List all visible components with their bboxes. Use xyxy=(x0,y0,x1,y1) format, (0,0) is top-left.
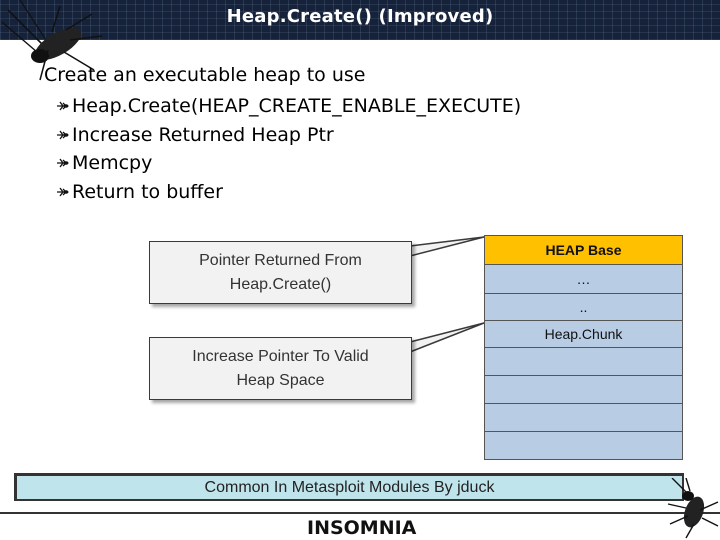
footer-divider xyxy=(0,512,720,514)
bullet-item: Memcpy xyxy=(56,149,521,178)
callout-increase-pointer: Increase Pointer To Valid Heap Space xyxy=(149,337,412,400)
bullet-item: Return to buffer xyxy=(56,178,521,207)
bullet-list: Heap.Create(HEAP_CREATE_ENABLE_EXECUTE) … xyxy=(56,92,521,206)
heap-cell-label: … xyxy=(576,271,591,287)
heap-cell: .. xyxy=(484,293,683,321)
callout-pointer-1 xyxy=(409,236,485,257)
callout-line: Pointer Returned From xyxy=(199,251,362,269)
bullet-item: Increase Returned Heap Ptr xyxy=(56,121,521,150)
heap-cell xyxy=(484,375,683,404)
callout-line: Increase Pointer To Valid xyxy=(192,347,369,365)
cockroach-bullet-icon xyxy=(57,130,69,140)
cockroach-bullet-icon xyxy=(57,187,69,197)
heap-cell: … xyxy=(484,264,683,294)
heap-base-label: HEAP Base xyxy=(545,242,622,258)
heap-cell-label: .. xyxy=(579,299,588,315)
banner-text: Common In Metasploit Modules By jduck xyxy=(204,478,495,496)
heap-chunk-cell: Heap.Chunk xyxy=(484,320,683,348)
bullet-text: Memcpy xyxy=(72,152,153,175)
callout-line: Heap.Create() xyxy=(229,275,332,293)
callout-heap-pointer: Pointer Returned From Heap.Create() xyxy=(149,241,412,304)
heap-chunk-label: Heap.Chunk xyxy=(544,326,623,342)
callout-line: Heap Space xyxy=(236,371,325,389)
heap-cell xyxy=(484,347,683,376)
metasploit-banner: Common In Metasploit Modules By jduck xyxy=(14,473,684,501)
slide-heading: Create an executable heap to use xyxy=(44,64,366,86)
heap-stack: HEAP Base … .. Heap.Chunk xyxy=(484,235,683,460)
bullet-text: Increase Returned Heap Ptr xyxy=(72,123,334,146)
slide-title: Heap.Create() (Improved) xyxy=(226,6,494,27)
heap-base-cell: HEAP Base xyxy=(484,235,683,265)
bullet-text: Return to buffer xyxy=(72,180,223,203)
heap-cell xyxy=(484,431,683,460)
bullet-text: Heap.Create(HEAP_CREATE_ENABLE_EXECUTE) xyxy=(72,95,522,118)
cockroach-bullet-icon xyxy=(57,101,69,111)
footer-logo: INSOMNIA xyxy=(307,517,417,539)
cockroach-icon xyxy=(1,0,103,81)
bullet-item: Heap.Create(HEAP_CREATE_ENABLE_EXECUTE) xyxy=(56,92,521,121)
cockroach-icon xyxy=(667,478,719,539)
cockroach-bullet-icon xyxy=(57,158,69,168)
heap-cell xyxy=(484,403,683,432)
title-bar: Heap.Create() (Improved) xyxy=(0,0,720,40)
callout-pointer-2 xyxy=(409,322,485,354)
